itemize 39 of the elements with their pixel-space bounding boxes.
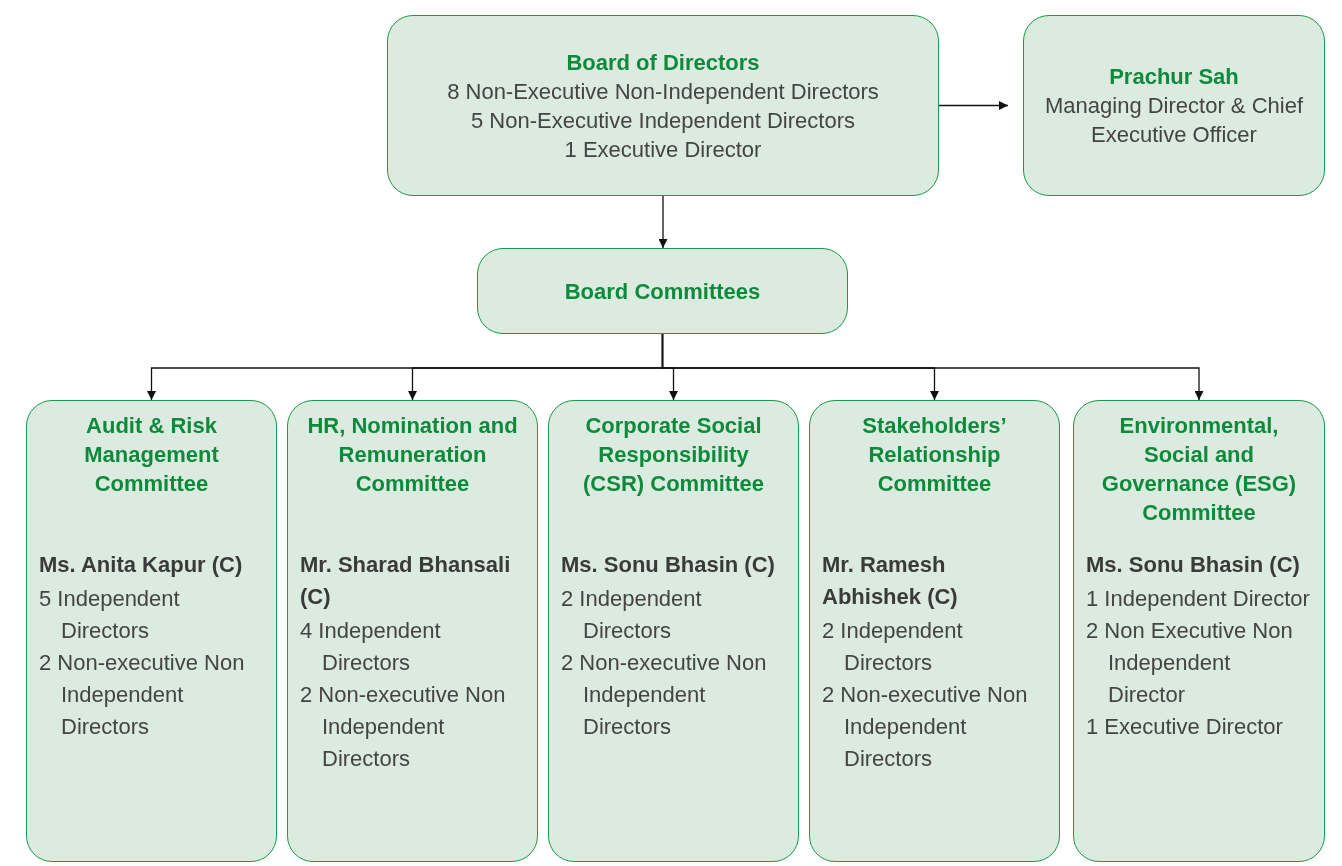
committee-heading: HR, Nomination and Remuneration Committee — [306, 412, 519, 498]
committee-heading: Audit & Risk Management Committee — [83, 412, 220, 498]
committee-box — [1073, 400, 1325, 862]
committee-box — [548, 400, 799, 862]
committee-heading: Stakeholders’ Relationship Committee — [861, 412, 1008, 498]
chairperson-name: Ms. Anita Kapur (C) — [39, 551, 244, 579]
committee-box — [26, 400, 277, 862]
box-heading: Prachur Sah — [1109, 63, 1239, 91]
committee-box — [809, 400, 1060, 862]
box-text: 1 Executive Director — [564, 135, 762, 164]
committee-box — [287, 400, 538, 862]
member-item: 1 Independent Director — [1086, 585, 1311, 613]
member-item: 2 Independent Directors — [822, 617, 964, 677]
member-item: 5 Independent Directors — [39, 585, 181, 645]
box-heading: Board of Directors — [566, 48, 760, 77]
org-box — [477, 248, 848, 334]
committee-heading: Environmental, Social and Governance (ESG) Committee — [1100, 412, 1298, 527]
member-item: 1 Executive Director — [1086, 713, 1284, 741]
chairperson-name: Ms. Sonu Bhasin (C) — [1086, 551, 1301, 579]
member-item: 2 Non-executive Non Independent Directors — [561, 649, 768, 741]
member-item: 2 Non-executive Non Independent Directors — [300, 681, 507, 773]
org-box — [1023, 15, 1325, 196]
member-item: 2 Non Executive Non Independent Director — [1086, 617, 1294, 709]
member-item: 2 Non-executive Non Independent Directors — [822, 681, 1029, 773]
box-text: 8 Non-Executive Non-Independent Directors — [447, 77, 879, 106]
member-item: 2 Independent Directors — [561, 585, 703, 645]
org-box — [387, 15, 939, 196]
chairperson-name: Mr. Ramesh Abhishek (C) — [822, 551, 959, 611]
box-heading: Board Committees — [564, 277, 761, 306]
arrow — [938, 101, 1009, 110]
committee-heading: Corporate Social Responsibility (CSR) Committee — [582, 412, 765, 498]
arrow — [658, 195, 668, 249]
chairperson-name: Ms. Sonu Bhasin (C) — [561, 551, 776, 579]
member-item: 4 Independent Directors — [300, 617, 442, 677]
box-text: Managing Director & Chief Executive Officer — [1044, 92, 1304, 149]
chairperson-name: Mr. Sharad Bhansali (C) — [300, 551, 512, 611]
member-item: 2 Non-executive Non Independent Directors — [39, 649, 246, 741]
arrow — [661, 333, 1204, 401]
box-text: 5 Non-Executive Independent Directors — [471, 106, 855, 135]
